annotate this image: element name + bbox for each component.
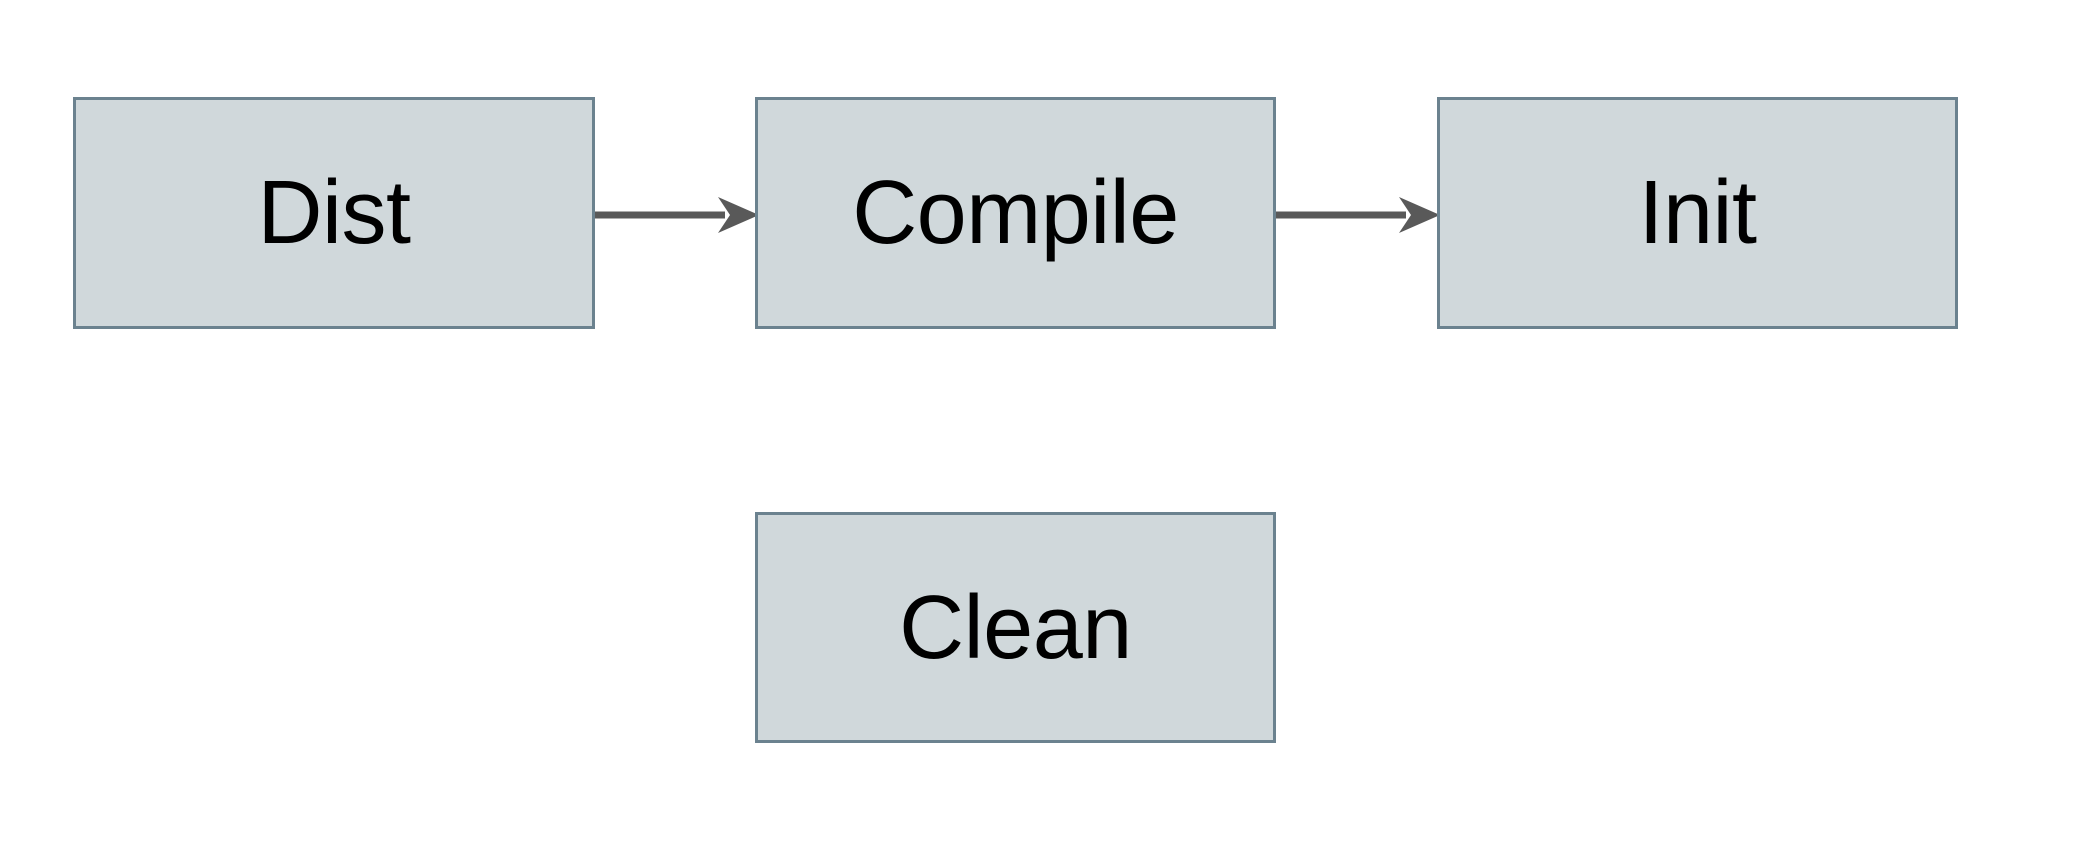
node-clean[interactable]: Clean (755, 512, 1276, 743)
node-dist-label: Dist (257, 163, 412, 263)
edge-dist-to-compile[interactable] (593, 194, 759, 236)
node-init[interactable]: Init (1437, 97, 1958, 329)
edge-compile-to-init[interactable] (1274, 194, 1440, 236)
node-init-label: Init (1638, 163, 1757, 263)
node-compile-label: Compile (852, 163, 1179, 263)
node-compile[interactable]: Compile (755, 97, 1276, 329)
node-dist[interactable]: Dist (73, 97, 595, 329)
node-clean-label: Clean (899, 577, 1132, 678)
